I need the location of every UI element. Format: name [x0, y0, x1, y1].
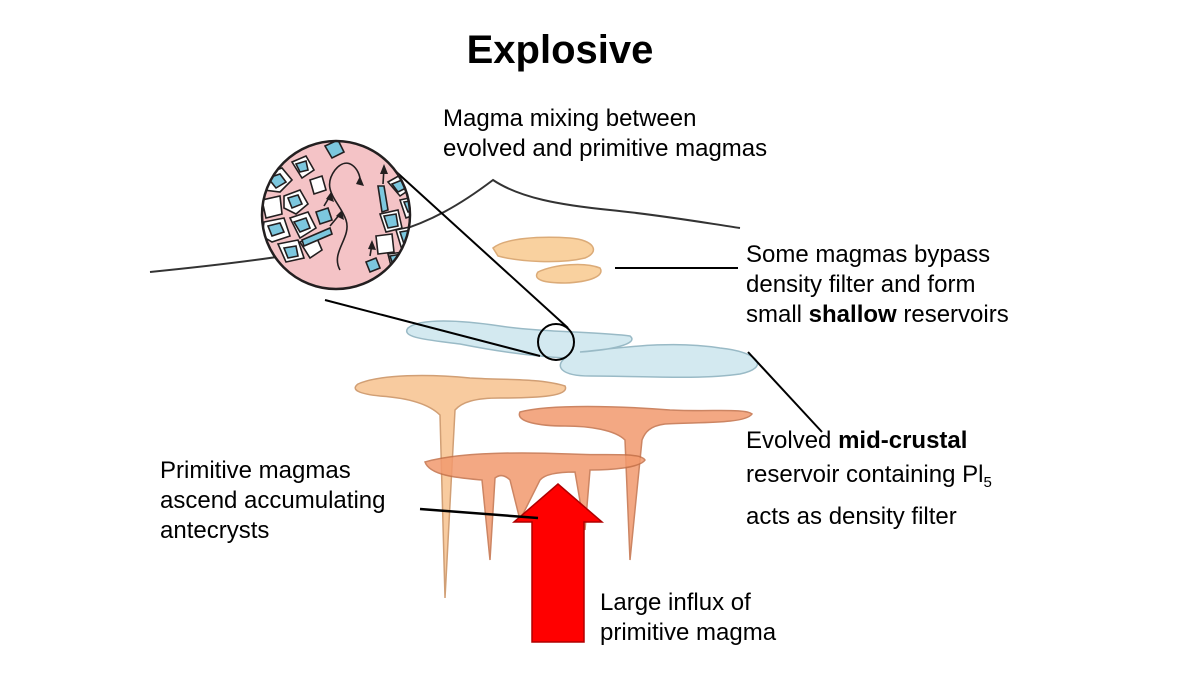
- primitive-sill-lower: [518, 405, 754, 561]
- label-subscript: 5: [983, 474, 992, 491]
- ground-surface: [149, 178, 741, 273]
- label-line: acts as density filter: [746, 503, 957, 530]
- label-evolved-reservoir: Evolved mid-crustal reservoir containing…: [746, 424, 992, 534]
- primitive-sill-deep: [424, 452, 646, 561]
- label-text: reservoirs: [896, 301, 1009, 328]
- label-text: reservoir containing Pl: [746, 461, 984, 488]
- zoom-connector: [391, 167, 569, 329]
- label-line: reservoir containing Pl5: [746, 458, 992, 500]
- label-line: evolved and primitive magmas: [443, 135, 768, 162]
- magma-mixing-inset: [260, 139, 412, 291]
- leader-primitive: [419, 507, 539, 520]
- label-primitive-magmas: Primitive magmas ascend accumulating ant…: [160, 456, 385, 546]
- label-line: Primitive magmas: [160, 457, 351, 484]
- shallow-reservoir: [535, 263, 602, 284]
- label-line: density filter and form: [746, 271, 976, 298]
- mid-crustal-reservoir: [405, 320, 759, 379]
- zoom-connector: [324, 299, 541, 357]
- label-line: Large influx of: [600, 589, 751, 616]
- shallow-reservoir: [492, 236, 595, 263]
- label-emphasis: shallow: [808, 301, 897, 328]
- label-text: Evolved: [746, 427, 839, 454]
- label-line: antecrysts: [160, 517, 270, 544]
- label-line: primitive magma: [600, 619, 777, 646]
- primitive-sill-upper: [354, 374, 567, 599]
- label-emphasis: mid-crustal: [838, 427, 968, 454]
- label-line: ascend accumulating: [160, 487, 386, 514]
- influx-arrow: [511, 483, 605, 643]
- label-text: small: [746, 301, 809, 328]
- label-line: Evolved mid-crustal: [746, 424, 992, 458]
- label-line: Magma mixing between: [443, 105, 697, 132]
- diagram-title: Explosive: [466, 28, 654, 72]
- leader-evolved: [747, 351, 823, 433]
- label-line: Some magmas bypass: [746, 241, 991, 268]
- zoom-marker: [537, 323, 575, 361]
- label-magma-mixing: Magma mixing between evolved and primiti…: [443, 104, 767, 164]
- label-large-influx: Large influx of primitive magma: [600, 588, 776, 648]
- label-shallow-reservoirs: Some magmas bypass density filter and fo…: [746, 240, 1009, 330]
- label-line: small shallow reservoirs: [746, 300, 1009, 330]
